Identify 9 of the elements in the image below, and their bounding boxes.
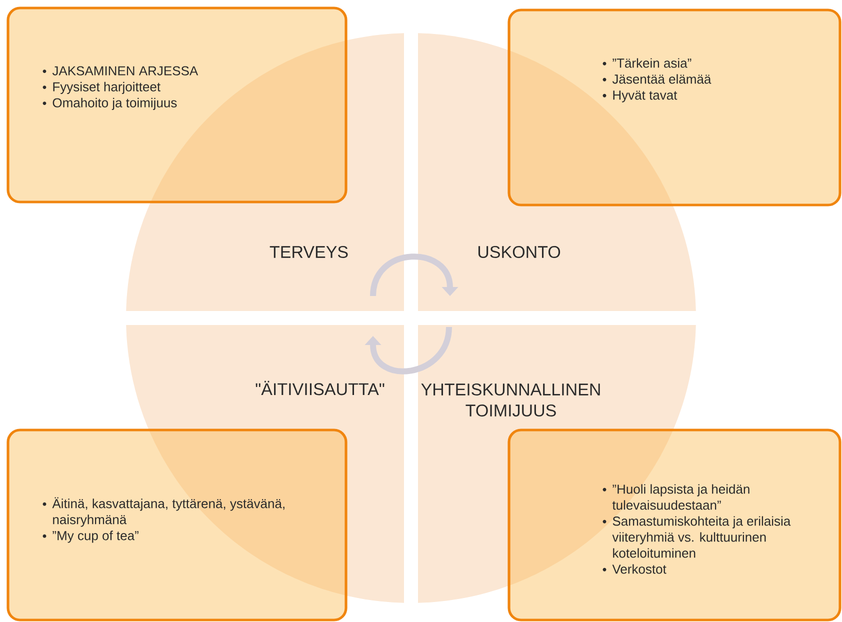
text-box: [508, 8, 842, 206]
bullet-text: Hyvät tavat: [613, 90, 678, 102]
text-box: [6, 428, 348, 622]
curved-arrow: [370, 254, 458, 296]
text-box: [508, 428, 842, 622]
bullet-text: Verkostot: [612, 564, 666, 574]
text-box: [6, 6, 348, 204]
curved-arrow: [364, 326, 452, 374]
bullet-text: ”Tärkein asia”: [612, 58, 692, 68]
